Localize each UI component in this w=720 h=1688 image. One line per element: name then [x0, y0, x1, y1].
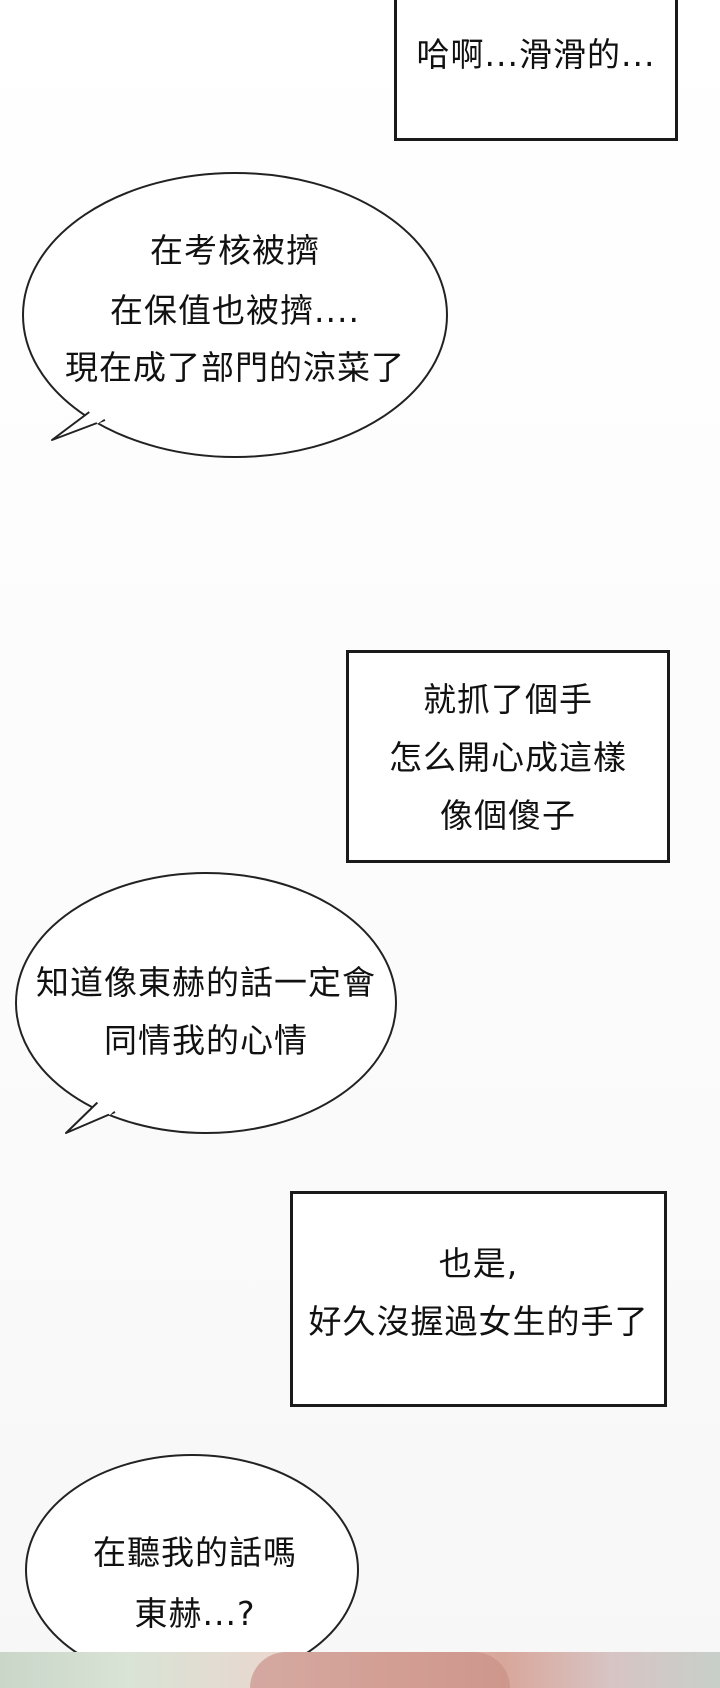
caption-box-1: 哈啊...滑滑的... — [394, 0, 678, 141]
bubble-1-line-3: 現在成了部門的涼菜了 — [65, 348, 405, 387]
bubble-3-line-1: 在聽我的話嗎 — [93, 1533, 297, 1572]
speech-bubble-1 — [22, 172, 448, 458]
bubble-1-line-1: 在考核被擠 — [150, 231, 320, 270]
caption-1-line-1: 哈啊...滑滑的... — [416, 35, 656, 74]
bubble-3-line-2: 東赫...? — [134, 1594, 256, 1633]
character-hair — [250, 1652, 510, 1688]
caption-2-line-1: 就抓了個手 — [423, 680, 593, 719]
caption-2-line-2: 怎么開心成這樣 — [389, 738, 627, 777]
caption-3-line-2: 好久沒握過女生的手了 — [308, 1302, 649, 1341]
bubble-1-line-2: 在保值也被擠.... — [110, 291, 360, 330]
caption-2-line-3: 像個傻子 — [440, 796, 576, 835]
speech-bubble-2 — [15, 872, 397, 1134]
bubble-2-line-1: 知道像東赫的話一定會 — [36, 963, 376, 1002]
character-illustration-top — [0, 1652, 720, 1688]
caption-box-2: 就抓了個手 怎么開心成這樣 像個傻子 — [346, 650, 670, 863]
caption-3-line-1: 也是, — [438, 1244, 519, 1283]
caption-box-3: 也是, 好久沒握過女生的手了 — [290, 1191, 667, 1407]
bubble-2-line-2: 同情我的心情 — [104, 1021, 308, 1060]
